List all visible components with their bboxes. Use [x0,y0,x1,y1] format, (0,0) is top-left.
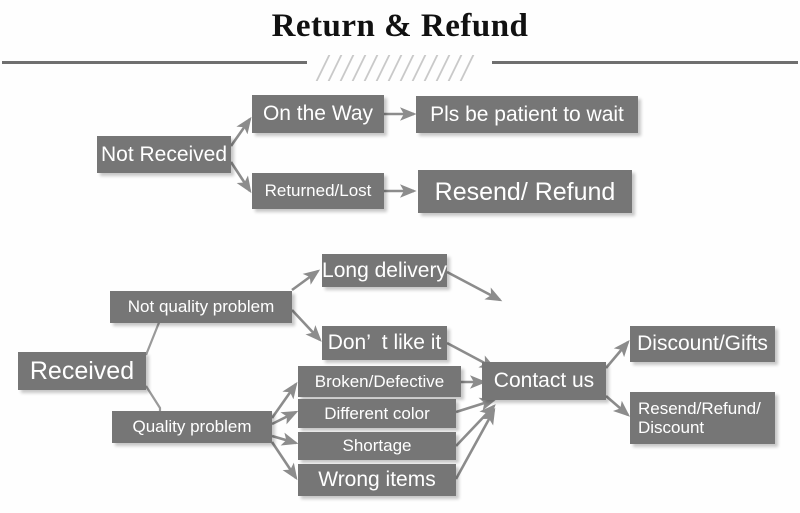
edge-notquality-dontlikeit [291,309,322,342]
node-long-delivery[interactable]: Long delivery [322,254,447,287]
divider-rule-left [2,61,307,64]
node-dont-like-it[interactable]: Don’ t like it [322,326,447,360]
node-discount-gifts[interactable]: Discount/Gifts [630,326,775,362]
edge-notreceived-returnedlost [229,161,252,194]
node-resend-refund[interactable]: Resend/ Refund [418,170,632,213]
node-received[interactable]: Received [18,352,146,390]
edge-differentcolor-contactus [455,397,497,414]
edge-contactus-resendrefunddiscount [605,395,630,417]
page-title: Return & Refund [271,8,529,44]
edge-notreceived-ontheway [229,116,252,147]
node-not-quality-problem[interactable]: Not quality problem [110,291,292,323]
node-shortage[interactable]: Shortage [298,432,456,460]
node-on-the-way[interactable]: On the Way [252,95,384,133]
node-returned-lost[interactable]: Returned/Lost [252,173,384,209]
edge-quality-wrongitems [270,441,298,481]
edge-quality-shortage [271,432,299,446]
faint-watermark [630,48,780,108]
edge-longdelivery-contactus [446,270,503,302]
title-divider [0,55,800,81]
edge-contactus-discountgifts [605,340,630,369]
node-quality-problem[interactable]: Quality problem [112,411,272,443]
node-wrong-items[interactable]: Wrong items [298,464,456,496]
node-resend-refund-discount[interactable]: Resend/Refund/ Discount [630,392,775,444]
edge-quality-brokendefective [270,381,298,419]
node-different-color[interactable]: Different color [298,399,456,428]
hatch-mark [459,55,475,81]
edge-quality-differentcolor [271,410,299,426]
node-contact-us[interactable]: Contact us [482,362,606,400]
divider-hatch-marks [315,55,483,81]
node-not-received[interactable]: Not Received [97,136,231,173]
edge-wrongitems-contactus [454,407,496,480]
divider-rule-right [492,61,798,64]
node-pls-be-patient-to-wait[interactable]: Pls be patient to wait [416,96,638,133]
edge-notquality-longdelivery [291,269,321,292]
node-broken-defective[interactable]: Broken/Defective [298,366,461,397]
edge-shortage-contactus [455,404,496,447]
